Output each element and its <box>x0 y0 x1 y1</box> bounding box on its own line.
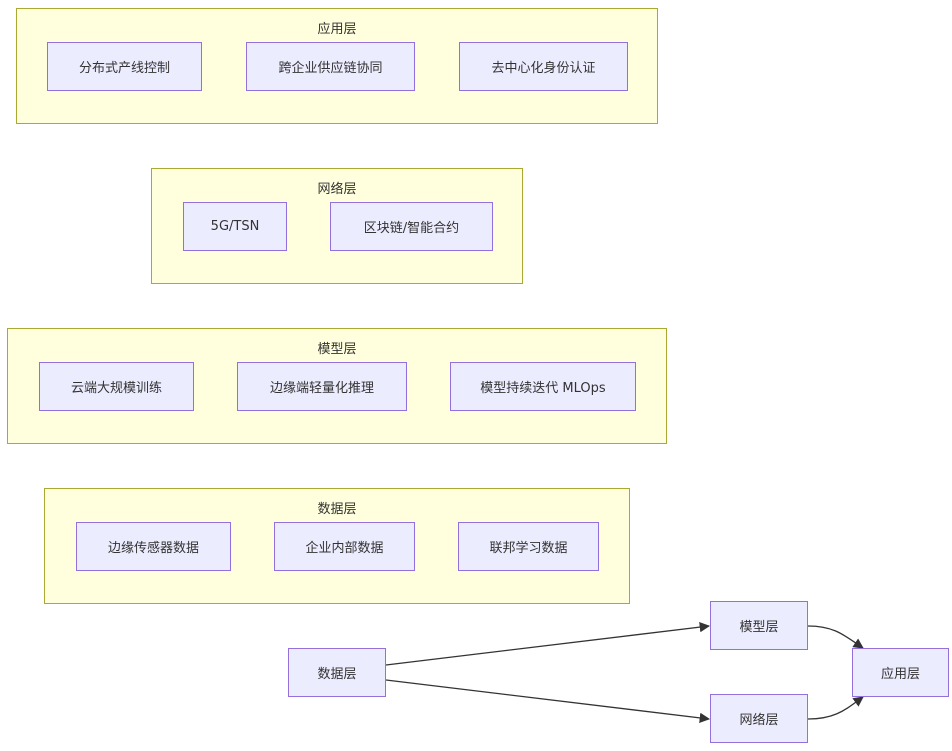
node-5g-tsn[interactable]: 5G/TSN <box>183 202 287 251</box>
node-federated-learning-data[interactable]: 联邦学习数据 <box>458 522 599 571</box>
cluster-title: 网络层 <box>317 182 357 197</box>
edge-data-to-network <box>385 679 711 724</box>
flow-node-data-layer[interactable]: 数据层 <box>288 648 386 697</box>
flow-node-application-layer[interactable]: 应用层 <box>852 648 949 697</box>
node-supply-chain-collaboration[interactable]: 跨企业供应链协同 <box>246 42 415 91</box>
node-enterprise-internal-data[interactable]: 企业内部数据 <box>274 522 415 571</box>
node-edge-sensor-data[interactable]: 边缘传感器数据 <box>76 522 231 571</box>
flow-node-network-layer[interactable]: 网络层 <box>710 694 808 743</box>
cluster-title: 应用层 <box>317 22 357 37</box>
node-blockchain-smart-contract[interactable]: 区块链/智能合约 <box>330 202 493 251</box>
cluster-application-layer: 应用层 分布式产线控制 跨企业供应链协同 去中心化身份认证 <box>16 8 658 124</box>
node-mlops[interactable]: 模型持续迭代 MLOps <box>450 362 636 411</box>
cluster-title: 数据层 <box>317 502 357 517</box>
cluster-data-layer: 数据层 边缘传感器数据 企业内部数据 联邦学习数据 <box>44 488 630 604</box>
edge-data-to-model <box>385 621 711 666</box>
node-cloud-training[interactable]: 云端大规模训练 <box>39 362 194 411</box>
edge-model-to-app <box>807 625 864 649</box>
flow-node-model-layer[interactable]: 模型层 <box>710 601 808 650</box>
node-distributed-line-control[interactable]: 分布式产线控制 <box>47 42 202 91</box>
node-decentralized-identity[interactable]: 去中心化身份认证 <box>459 42 628 91</box>
node-edge-inference[interactable]: 边缘端轻量化推理 <box>237 362 407 411</box>
cluster-model-layer: 模型层 云端大规模训练 边缘端轻量化推理 模型持续迭代 MLOps <box>7 328 667 444</box>
cluster-network-layer: 网络层 5G/TSN 区块链/智能合约 <box>151 168 523 284</box>
cluster-title: 模型层 <box>317 342 357 357</box>
edge-network-to-app <box>807 696 864 720</box>
